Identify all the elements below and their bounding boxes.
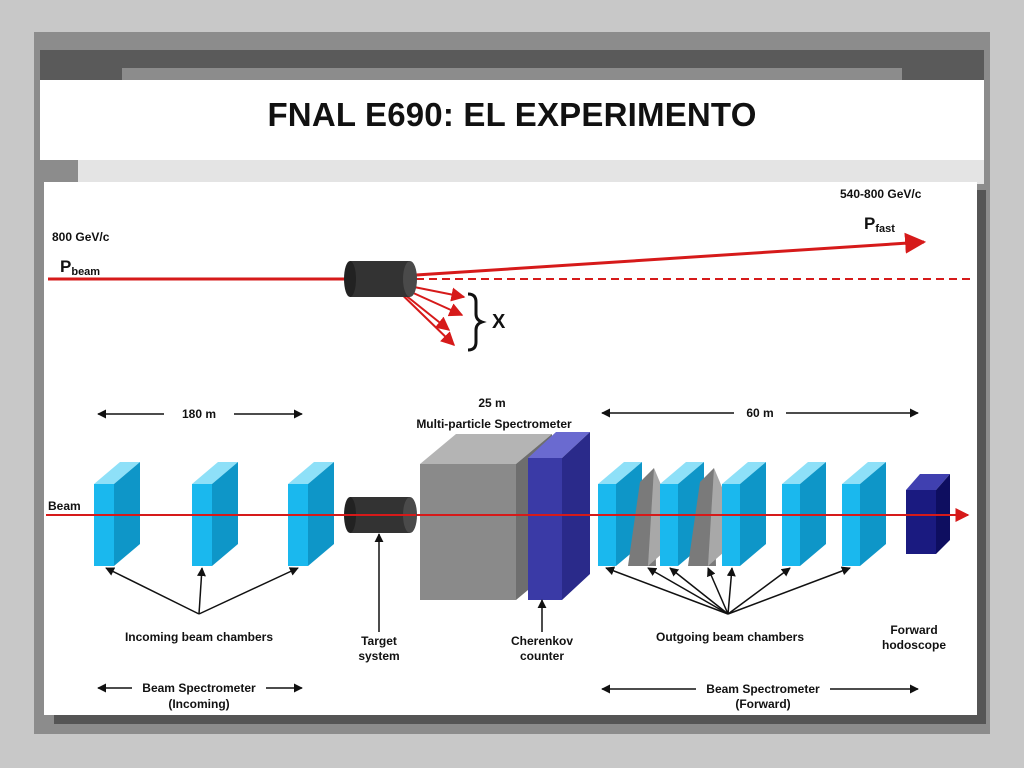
gray-wedge-2-face [688,468,716,566]
slide-title: FNAL E690: EL EXPERIMENTO [267,96,757,133]
incoming-spec-label-line1: Beam Spectrometer [142,681,256,695]
outgoing-chamber-2 [660,462,704,566]
x-brace [467,292,487,352]
outgoing-pointer-3 [669,567,729,615]
frame-ledge-right [902,68,984,80]
outgoing-pointer-4 [707,567,729,615]
incoming-length-label: 180 m [182,407,216,421]
p-beam-symbol: P [60,257,71,276]
outgoing-pointers [605,566,851,615]
outgoing-chamber-3-face [722,484,740,566]
fast-momentum-label: 540-800 GeV/c [840,187,922,201]
incoming-pointer-3 [198,567,299,615]
incoming-chamber-1-top [94,462,140,484]
outgoing-pointer-2 [647,567,729,615]
hodoscope-face [906,490,936,554]
title-bar: FNAL E690: EL EXPERIMENTO [40,80,984,160]
target-cylinder-top [344,261,417,297]
p-fast-label: Pfast [864,214,895,235]
frame-top-strip [40,50,984,68]
outgoing-chamber-2-face [660,484,678,566]
p-fast-subscript: fast [875,223,895,235]
target-cylinder-top-face [403,261,417,297]
incoming-chambers-label: Incoming beam chambers [125,630,273,644]
cherenkov-label-line2: counter [520,649,564,663]
target-system-cylinder [344,497,417,533]
outgoing-chamber-4-top [782,462,826,484]
target-label-line2: system [358,649,399,663]
p-fast-symbol: P [864,214,875,233]
outgoing-pointer-7 [727,566,851,615]
outgoing-pointer-5 [726,567,736,615]
incoming-pointers [105,567,299,615]
outgoing-chamber-2-top [660,462,704,484]
beam-momentum-label: 800 GeV/c [52,230,110,244]
p-beam-label: Pbeam [60,257,100,278]
title-underlay-strip [78,160,984,184]
incoming-chamber-2-face [192,484,212,566]
cherenkov-face [528,458,562,600]
outgoing-chamber-1-top [598,462,642,484]
diagram-panel: 800 GeV/c Pbeam 540-800 GeV/c Pfast X 18… [44,182,977,715]
gray-wedge-2-side [708,468,724,566]
outgoing-length-label: 60 m [746,406,773,420]
incoming-chamber-3-face [288,484,308,566]
outgoing-chamber-4-face [782,484,800,566]
outgoing-chamber-3 [722,462,766,566]
hodoscope-label-line1: Forward [890,623,937,637]
incoming-pointer-2 [196,567,206,615]
outgoing-chamber-3-top [722,462,766,484]
outgoing-pointer-1 [605,566,729,615]
gray-wedge-1-face [628,468,656,566]
incoming-chamber-2-top [192,462,238,484]
fast-particle-arrow [415,232,927,277]
forward-spec-label-line2: (Forward) [735,697,790,711]
forward-hodoscope [906,474,950,554]
outgoing-chambers-label: Outgoing beam chambers [656,630,804,644]
spectrometer-length-label: 25 m [478,396,505,410]
outgoing-chamber-5-top [842,462,886,484]
forward-spec-label-line1: Beam Spectrometer [706,682,820,696]
outgoing-chamber-1-face [598,484,616,566]
spectrometer-name-label: Multi-particle Spectrometer [416,417,572,431]
incoming-spec-label-line2: (Incoming) [168,697,229,711]
hodoscope-label-line2: hodoscope [882,638,946,652]
target-cylinder-top-body [350,261,410,297]
gray-wedge-2 [688,468,724,566]
frame-ledge-left [40,68,122,80]
cherenkov-label-line1: Cherenkov [511,634,573,648]
target-cylinder-top-back [344,261,356,297]
cherenkov-top [528,432,590,458]
hodoscope-top [906,474,950,490]
target-label-line1: Target [361,634,397,648]
incoming-chamber-3-top [288,462,334,484]
beam-label: Beam [48,499,81,513]
spectrometer-face [420,464,516,600]
outgoing-chamber-5-face [842,484,860,566]
incoming-chamber-1-face [94,484,114,566]
experiment-diagram: 800 GeV/c Pbeam 540-800 GeV/c Pfast X 18… [46,187,972,711]
outgoing-pointer-6 [727,567,791,615]
incoming-pointer-1 [105,567,200,615]
spectrometer-top [420,434,552,464]
cherenkov-counter [528,432,590,600]
p-beam-subscript: beam [71,266,100,278]
x-label: X [492,311,506,333]
